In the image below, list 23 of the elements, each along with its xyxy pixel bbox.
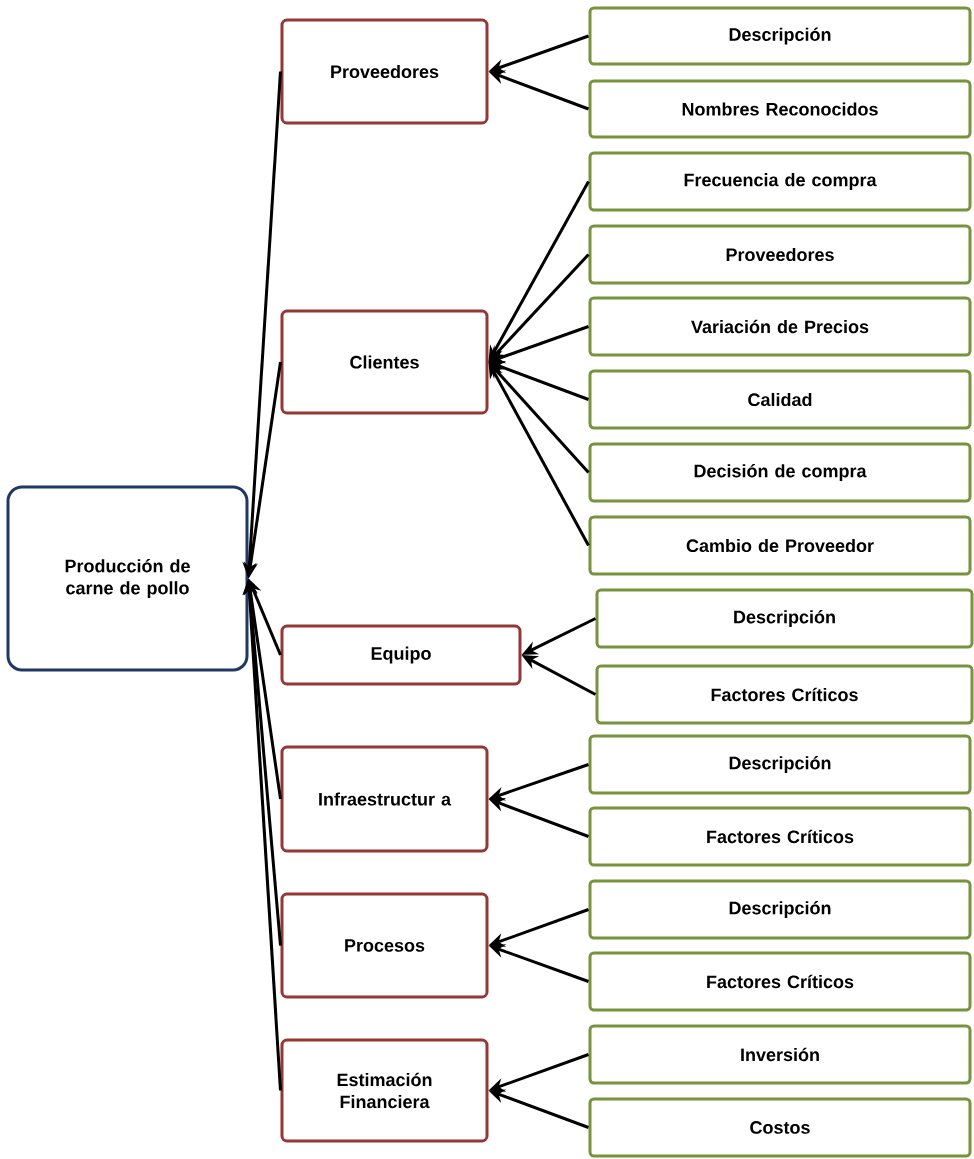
- item-box: Nombres Reconocidos: [588, 79, 972, 139]
- item-box: Calidad: [588, 369, 972, 430]
- item-box: Factores Críticos: [588, 951, 972, 1012]
- item-box: Proveedores: [588, 224, 972, 285]
- category-box: Procesos: [280, 892, 489, 999]
- item-box: Descripción: [588, 6, 972, 66]
- item-box: Inversión: [588, 1024, 972, 1085]
- category-box: Proveedores: [280, 18, 489, 125]
- item-box: Descripción: [588, 734, 972, 795]
- category-box: Infraestructur a: [280, 745, 489, 853]
- category-box: Equipo: [280, 624, 522, 686]
- item-box: Decisión de compra: [588, 442, 972, 503]
- item-box: Cambio de Proveedor: [588, 515, 972, 576]
- item-box: Costos: [588, 1097, 972, 1158]
- item-box: Frecuencia de compra: [588, 151, 972, 212]
- item-box: Factores Críticos: [588, 806, 972, 867]
- category-box: Clientes: [280, 309, 489, 415]
- item-box: Descripción: [588, 879, 972, 940]
- item-box: Descripción: [595, 588, 974, 649]
- item-box: Factores Críticos: [595, 664, 974, 725]
- category-box: Estimación Financiera: [280, 1038, 489, 1143]
- item-box: Variación de Precios: [588, 296, 972, 357]
- topic-box: Producción de carne de pollo: [6, 485, 249, 672]
